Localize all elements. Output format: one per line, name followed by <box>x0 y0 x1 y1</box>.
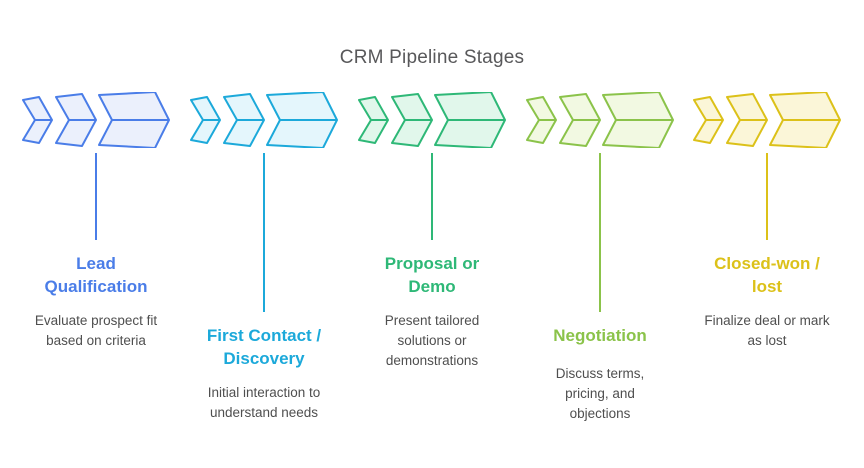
connector-line <box>263 153 265 312</box>
chevron-icon <box>190 96 221 144</box>
stage-title: Closed-won / lost <box>714 254 820 296</box>
stage-closed-won-lost: Closed-won / lost Finalize deal or mark … <box>693 92 841 452</box>
stage-first-contact-discovery: First Contact / Discovery Initial intera… <box>190 92 338 452</box>
connector-line <box>95 153 97 240</box>
chevron-icon <box>559 93 601 147</box>
chevron-icon <box>434 92 506 148</box>
chevron-icon <box>22 96 53 144</box>
chevron-arrows-icon <box>22 92 170 148</box>
chevron-icon <box>391 93 433 147</box>
chevron-icon <box>726 93 768 147</box>
stage-proposal-demo: Proposal or Demo Present tailored soluti… <box>358 92 506 452</box>
chevron-arrows-icon <box>526 92 674 148</box>
chevron-arrows-icon <box>190 92 338 148</box>
stage-title: Proposal or Demo <box>384 254 480 296</box>
connector-line <box>766 153 768 240</box>
chevron-icon <box>266 92 338 148</box>
page-title: CRM Pipeline Stages <box>339 47 525 68</box>
chevron-icon <box>98 92 170 148</box>
chevron-icon <box>693 96 724 144</box>
connector-line <box>431 153 433 240</box>
stage-description: Discuss terms, pricing, and objections <box>555 366 645 421</box>
chevron-icon <box>602 92 674 148</box>
chevron-arrows-icon <box>358 92 506 148</box>
stage-title: Negotiation <box>553 326 647 345</box>
chevron-icon <box>358 96 389 144</box>
chevron-icon <box>526 96 557 144</box>
chevron-icon <box>769 92 841 148</box>
stage-title: Lead Qualification <box>44 254 148 296</box>
stage-negotiation: Negotiation Discuss terms, pricing, and … <box>526 92 674 452</box>
stage-lead-qualification: Lead Qualification Evaluate prospect fit… <box>22 92 170 452</box>
chevron-arrows-icon <box>693 92 841 148</box>
stage-description: Finalize deal or mark as lost <box>704 313 830 348</box>
connector-line <box>599 153 601 312</box>
stage-description: Evaluate prospect fit based on criteria <box>34 313 158 348</box>
stage-description: Present tailored solutions or demonstrat… <box>384 313 480 368</box>
stage-title: First Contact / Discovery <box>206 326 322 368</box>
chevron-icon <box>55 93 97 147</box>
chevron-icon <box>223 93 265 147</box>
stage-description: Initial interaction to understand needs <box>207 385 321 420</box>
